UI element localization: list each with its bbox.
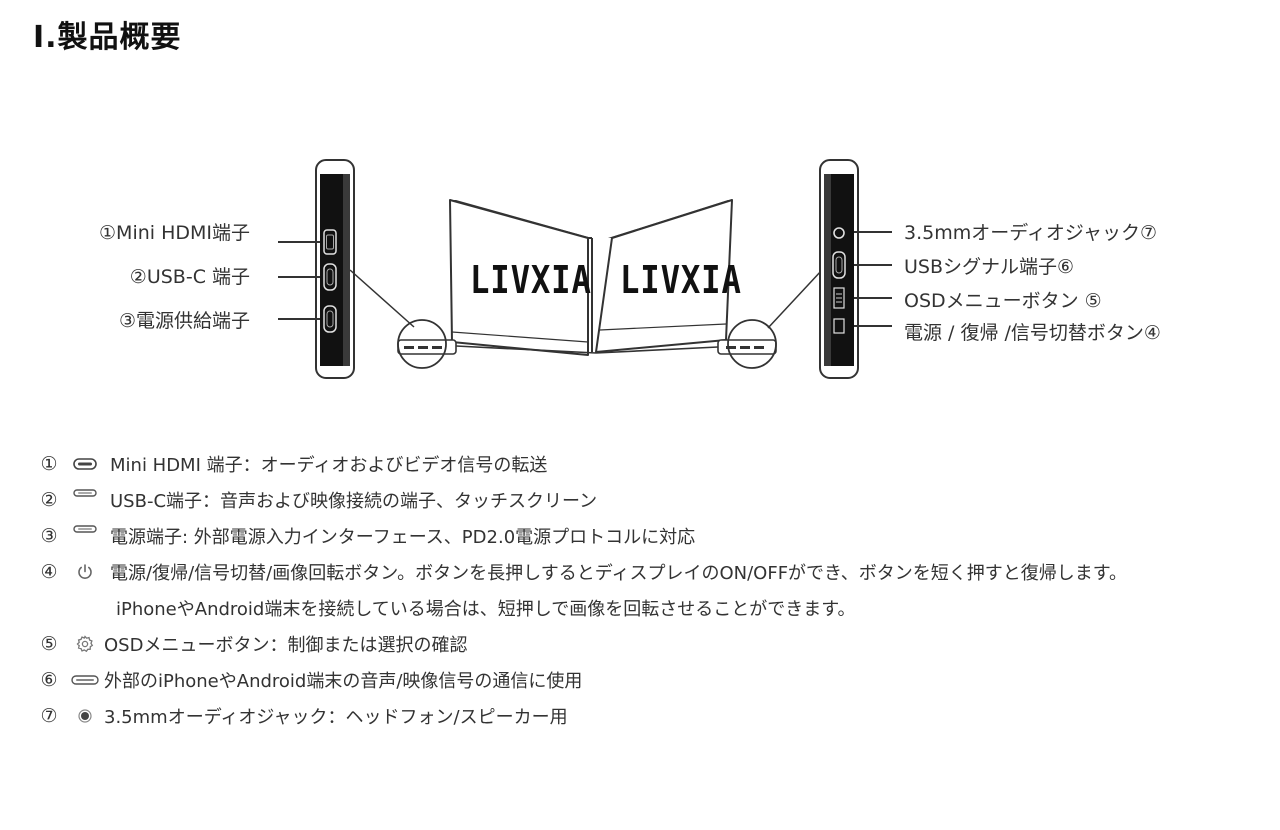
power-icon	[70, 562, 100, 582]
list-item: ② USB-C端子：音声および映像接続の端子、タッチスクリーン	[36, 482, 1276, 518]
product-diagram	[278, 159, 892, 379]
description-text: 電源/復帰/信号切替/画像回転ボタン。ボタンを長押しするとディスプレイのON/O…	[110, 563, 1127, 584]
callout-power-supply: ③電源供給端子	[118, 310, 250, 332]
left-monitor	[397, 199, 597, 369]
usb-c-port-icon	[323, 263, 337, 291]
callout-mini-hdmi: ①Mini HDMI端子	[99, 222, 250, 244]
left-side-panel	[278, 159, 415, 379]
mini-hdmi-port-icon	[70, 454, 100, 474]
usb-c-port-icon	[70, 525, 100, 546]
usb-c-port-icon	[323, 305, 337, 333]
callout-osd-menu: OSDメニューボタン ⑤	[904, 290, 1102, 312]
description-text: USB-C端子：音声および映像接続の端子、タッチスクリーン	[110, 491, 598, 512]
item-number: ③	[40, 525, 58, 547]
item-number: ⑥	[40, 669, 58, 691]
audio-jack-icon	[833, 227, 845, 239]
section-title: I.製品概要	[33, 20, 182, 55]
audio-jack-icon	[70, 706, 100, 726]
list-item: ⑦ 3.5mmオーディオジャック：ヘッドフォン/スピーカー用	[36, 698, 1276, 734]
list-item: ④ 電源/復帰/信号切替/画像回転ボタン。ボタンを長押しするとディスプレイのON…	[36, 554, 1276, 590]
callout-usb-c: ②USB-C 端子	[129, 266, 250, 288]
list-item: ⑤ OSDメニューボタン：制御または選択の確認	[36, 626, 1276, 662]
description-text: OSDメニューボタン：制御または選択の確認	[104, 635, 468, 656]
left-monitor-logo: LIVXIA	[470, 258, 592, 302]
right-side-panel	[819, 159, 892, 379]
item-number: ⑤	[40, 633, 58, 655]
usb-port-icon	[832, 251, 846, 279]
gear-icon	[70, 634, 100, 654]
description-continuation: iPhoneやAndroid端末を接続している場合は、短押しで画像を回転させるこ…	[116, 599, 856, 620]
list-item: ① Mini HDMI 端子：オーディオおよびビデオ信号の転送	[36, 446, 1276, 482]
callout-usb-signal: USBシグナル端子⑥	[904, 256, 1075, 278]
right-monitor-logo: LIVXIA	[620, 258, 742, 302]
description-list: ① Mini HDMI 端子：オーディオおよびビデオ信号の転送 ② USB-C端…	[36, 446, 1276, 734]
description-text: 電源端子: 外部電源入力インターフェース、PD2.0電源プロトコルに対応	[110, 527, 696, 548]
usb-port-icon	[70, 670, 100, 690]
description-text: 3.5mmオーディオジャック：ヘッドフォン/スピーカー用	[104, 707, 568, 728]
item-number: ④	[40, 561, 58, 583]
power-button-icon	[833, 318, 845, 334]
item-number: ⑦	[40, 705, 58, 727]
item-number: ②	[40, 489, 58, 511]
item-number: ①	[40, 453, 58, 475]
description-text: 外部のiPhoneやAndroid端末の音声/映像信号の通信に使用	[104, 671, 583, 692]
usb-c-port-icon	[70, 489, 100, 510]
list-item: ⑥ 外部のiPhoneやAndroid端末の音声/映像信号の通信に使用	[36, 662, 1276, 698]
list-item: ③ 電源端子: 外部電源入力インターフェース、PD2.0電源プロトコルに対応	[36, 518, 1276, 554]
callout-power-button: 電源 / 復帰 /信号切替ボタン④	[904, 322, 1161, 344]
right-monitor	[595, 199, 823, 369]
callout-audio-jack: 3.5mmオーディオジャック⑦	[904, 222, 1157, 244]
description-text: Mini HDMI 端子：オーディオおよびビデオ信号の転送	[110, 455, 548, 476]
mini-hdmi-port-icon	[323, 229, 337, 255]
